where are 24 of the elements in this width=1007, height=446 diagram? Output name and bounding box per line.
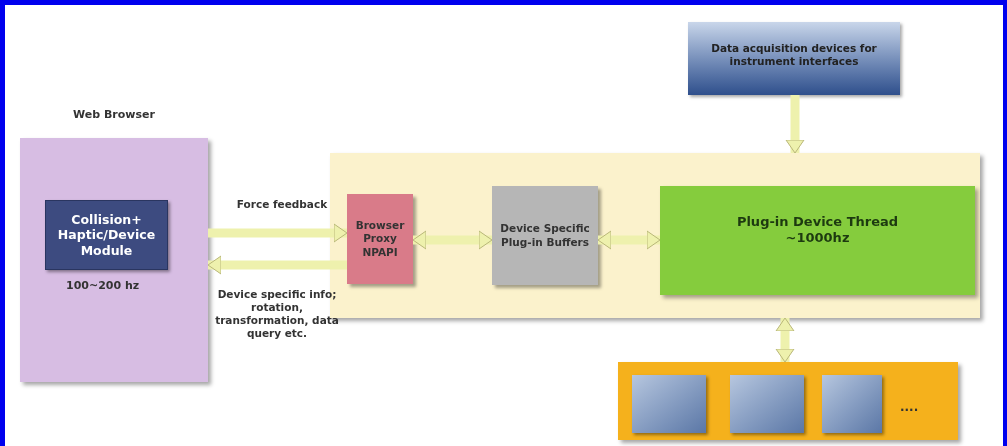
node-label: Device Specific Plug-in Buffers — [499, 222, 591, 249]
device-tray — [618, 362, 958, 440]
panel-heading: Web Browser — [72, 108, 156, 122]
rate-caption: 100~200 hz — [65, 279, 140, 293]
node-label: Browser Proxy NPAPI — [354, 219, 406, 259]
device-box — [632, 375, 706, 433]
device-box — [822, 375, 882, 433]
edge-label: Force feedback — [235, 198, 329, 212]
block-arrow — [785, 95, 805, 154]
node-label: Plug-in Device Thread ~1000hz — [735, 214, 900, 247]
device-source-box — [688, 22, 900, 95]
block-arrow — [208, 223, 348, 243]
block-arrow — [207, 255, 347, 275]
block-arrow — [775, 317, 795, 363]
block-arrow — [412, 230, 493, 250]
edge-label: Device specific info; rotation, transformation, data query etc. — [214, 288, 340, 341]
node-label: Collision+ Haptic/Device Module — [56, 211, 157, 259]
node-label: Data acquisition devices for instrument interfaces — [710, 42, 878, 69]
block-arrow — [597, 230, 661, 250]
thread-box — [660, 186, 975, 295]
more-devices-ellipsis: .... — [900, 399, 919, 416]
buffer-box — [492, 186, 598, 285]
proxy-box — [347, 194, 413, 284]
device-box — [730, 375, 804, 433]
